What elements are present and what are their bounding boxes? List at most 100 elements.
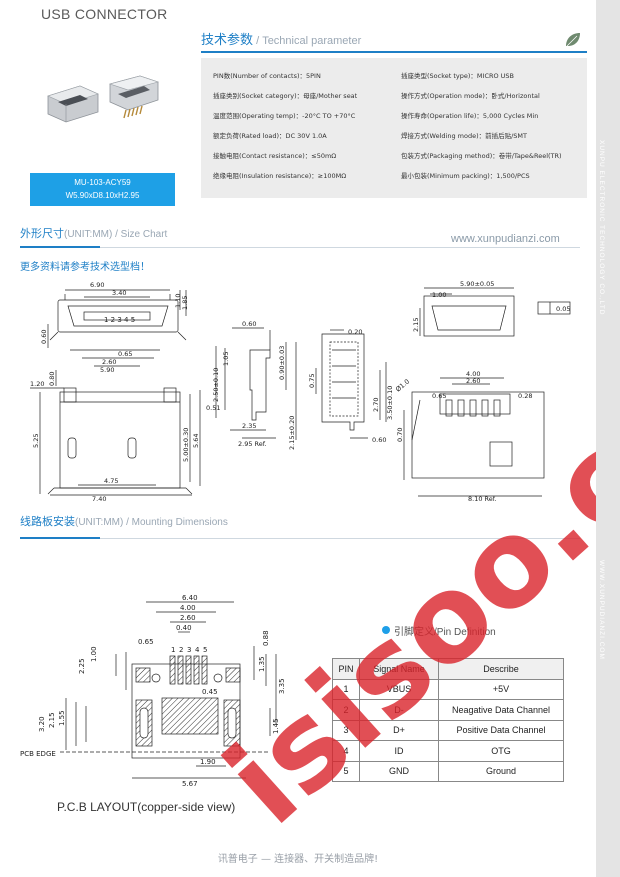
page-header-title: USB CONNECTOR [41,6,168,22]
pcb-dim-3-20: 3.20 [38,716,46,732]
size-chart-title-cn: 外形尺寸 [20,228,64,240]
dim-right-0-28: 0.28 [518,392,532,400]
more-info-note: 更多资料请参考技术选型档！ [20,262,150,273]
pcb-dim-1-55: 1.55 [58,710,66,726]
param-3-0: 额定负荷(Rated load)：DC 30V 1.0A [213,132,327,140]
pcb-layout-caption: P.C.B LAYOUT(copper-side view) [57,800,236,814]
dim-side-2-15: 2.15±0.20 [288,416,296,450]
dim-right-1-00: 1.00 [432,291,446,299]
front-view [47,289,187,386]
describe-cell: OTG [438,740,564,762]
mounting-accent-line [20,537,100,539]
pcb-dim-0-45: 0.45 [202,688,218,696]
pcb-dim-0-40: 0.40 [176,624,192,632]
dim-right-2-60: 2.60 [466,377,480,385]
pin-number-cell: 5 [332,760,360,782]
product-photo [47,75,160,123]
param-5-0: 绝缘电阻(Insulation resistance)：≥100MΩ [213,172,347,180]
param-4-1: 包装方式(Packaging method)：卷带/Tape&Reel(TR) [401,152,562,160]
describe-cell: Positive Data Channel [438,719,564,741]
param-0-0: PIN数(Number of contacts)：5PIN [213,72,321,80]
size-chart-title: 外形尺寸(UNIT:MM) / Size Chart [20,225,167,241]
dim-top-5-00: 5.00±0.30 [182,428,190,462]
pin-number-cell: 3 [332,719,360,741]
dim-right-2-15: 2.15 [412,318,420,332]
pcb-dim-5-67: 5.67 [182,780,198,788]
describe-cell: Neagative Data Channel [438,699,564,721]
sidebar-website-text: WWW.XUNPUDIANZI.COM [598,560,605,660]
pin-table-header-signal: Signal Name [359,658,439,680]
model-number: MU-103-ACY59 [74,178,131,187]
dim-front-3-40: 3.40 [112,289,126,297]
dim-right-dia: Ø1.0 [394,377,411,393]
website-label: www.xunpudianzi.com [451,233,560,245]
tech-param-title: 技术参数 / Technical parameter [201,29,361,48]
signal-name-cell: ID [359,740,439,762]
top-view [30,387,201,496]
dim-side-2-50: 2.50±0.10 [212,368,220,402]
dim-front-2-60: 2.60 [102,358,116,366]
signal-name-cell: GND [359,760,439,782]
dim-sec-0-75: 0.75 [308,374,316,388]
tech-title-en: Technical parameter [262,35,362,47]
dim-right-5-90: 5.90±0.05 [460,280,494,288]
pcb-edge-label: PCB EDGE [20,750,56,758]
dim-front-0-60: 0.60 [40,330,48,344]
dim-top-7-40: 7.40 [92,495,106,503]
signal-name-cell: VBUS [359,678,439,700]
param-2-0: 温度范围(Operating temp)：-20°C TO +70°C [213,112,356,120]
pcb-dim-1-45: 1.45 [272,718,280,734]
dim-right-0-65: 0.65 [432,392,446,400]
param-1-0: 插座类别(Socket category)：母座/Mother seat [213,92,358,100]
dim-right-4-00: 4.00 [466,370,480,378]
size-chart-accent-line [20,246,100,248]
connector-image-right [108,75,160,119]
pin-table-header-pin: PIN [332,658,360,680]
param-2-1: 操作寿命(Operation life)：5,000 Cycles Min [401,112,539,120]
dim-sec-2-70: 2.70 [372,398,380,412]
pcb-pin-3: 3 [187,646,191,654]
pin-number-cell: 4 [332,740,360,762]
pcb-dim-0-88: 0.88 [262,630,270,646]
dim-side-2-35: 2.35 [242,422,256,430]
dim-front-0-80: 0.80 [48,372,56,386]
dim-right-0-05: 0.05 [556,305,570,313]
tech-title-cn: 技术参数 [201,32,254,47]
sidebar-company-text: XUNPU ELECTRONIC TECHNOLOGY CO.,LTD [598,140,605,316]
dim-front-0-65: 0.65 [118,350,132,358]
pcb-pin-1: 1 [171,646,175,654]
pcb-pin-5: 5 [203,646,207,654]
right-sidebar [596,0,620,877]
mounting-title-en: (UNIT:MM) / Mounting Dimensions [75,517,228,528]
dim-side-2-95: 2.95 Ref. [238,440,267,448]
size-chart-divider [100,246,580,248]
dim-sec-0-60: 0.60 [372,436,386,444]
pcb-dim-6-40: 6.40 [182,594,198,602]
model-dimensions: W5.90xD8.10xH2.95 [65,191,140,200]
dim-sec-3-50: 3.50±0.10 [386,386,394,420]
pcb-dim-1-90: 1.90 [200,758,216,766]
dim-right-0-70: 0.70 [396,428,404,442]
pin-table-header-row: PIN Signal Name Describe [332,658,564,680]
dim-top-5-64: 5.64 [192,434,200,448]
pcb-layout-drawing: 6.40 4.00 2.60 0.40 0.65 0.88 2.25 1.00 … [20,594,286,788]
pcb-dim-2-15: 2.15 [48,712,56,728]
pcb-dim-1-00: 1.00 [90,646,98,662]
param-1-1: 操作方式(Operation mode)：卧式/Horizontal [401,92,540,100]
dim-right-8-10: 8.10 Ref. [468,495,497,503]
mounting-title: 线路板安装(UNIT:MM) / Mounting Dimensions [20,513,228,529]
mounting-divider [100,537,580,539]
dim-front-pins: 1 2 3 4 5 [104,316,135,324]
connector-image-left [47,85,99,123]
dim-front-6-90: 6.90 [90,281,104,289]
pcb-dim-1-35: 1.35 [258,656,266,672]
dim-top-4-75: 4.75 [104,477,118,485]
describe-cell: Ground [438,760,564,782]
tech-title-sep: / [253,35,263,47]
pin-number-cell: 2 [332,699,360,721]
